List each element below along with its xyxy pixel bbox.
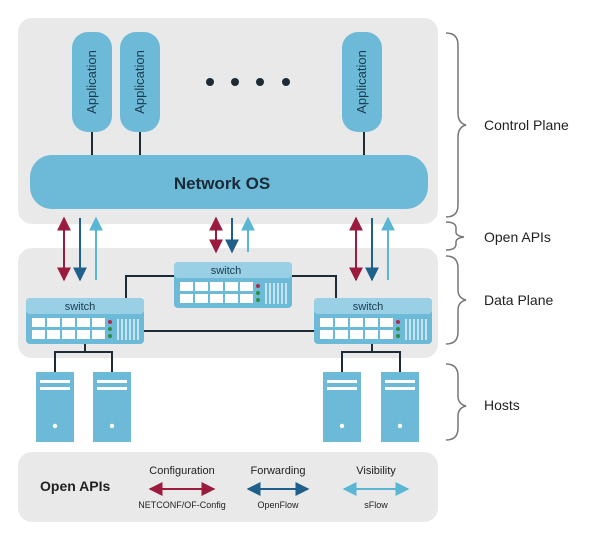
legend-configuration-label: Configuration (149, 465, 214, 477)
hosts-label: Hosts (484, 397, 520, 413)
host-3 (323, 372, 361, 442)
legend-configuration-protocol: NETCONF/OF-Config (138, 500, 226, 510)
data-plane-label: Data Plane (484, 292, 553, 308)
application-3-label: Application (354, 50, 369, 114)
switch-left: switch (26, 298, 144, 344)
host-1 (36, 372, 74, 442)
application-3: Application (342, 32, 382, 132)
legend-forwarding-protocol: OpenFlow (257, 500, 299, 510)
network-os-label: Network OS (174, 174, 270, 193)
brackets (445, 32, 467, 441)
open-apis-bracket-label: Open APIs (484, 229, 551, 245)
legend-panel (18, 452, 438, 522)
application-1: Application (72, 32, 112, 132)
switch-middle-label: switch (211, 265, 242, 277)
open-api-arrows (57, 216, 395, 282)
legend-visibility-label: Visibility (356, 465, 396, 477)
application-1-label: Application (84, 50, 99, 114)
host-links (54, 344, 401, 372)
switch-left-label: switch (65, 301, 96, 313)
application-2-label: Application (132, 50, 147, 114)
legend-visibility-protocol: sFlow (364, 500, 388, 510)
host-4 (381, 372, 419, 442)
app-connectors (91, 130, 365, 157)
host-2 (93, 372, 131, 442)
control-plane-label: Control Plane (484, 117, 569, 133)
legend-forwarding-label: Forwarding (250, 465, 305, 477)
legend-title: Open APIs (40, 478, 110, 494)
more-applications-ellipsis (206, 78, 290, 86)
switch-links (125, 275, 337, 332)
application-2: Application (120, 32, 160, 132)
switch-right: switch (314, 298, 432, 344)
switch-right-label: switch (353, 301, 384, 313)
network-os: Network OS (30, 155, 428, 209)
switch-middle: switch (174, 262, 292, 308)
